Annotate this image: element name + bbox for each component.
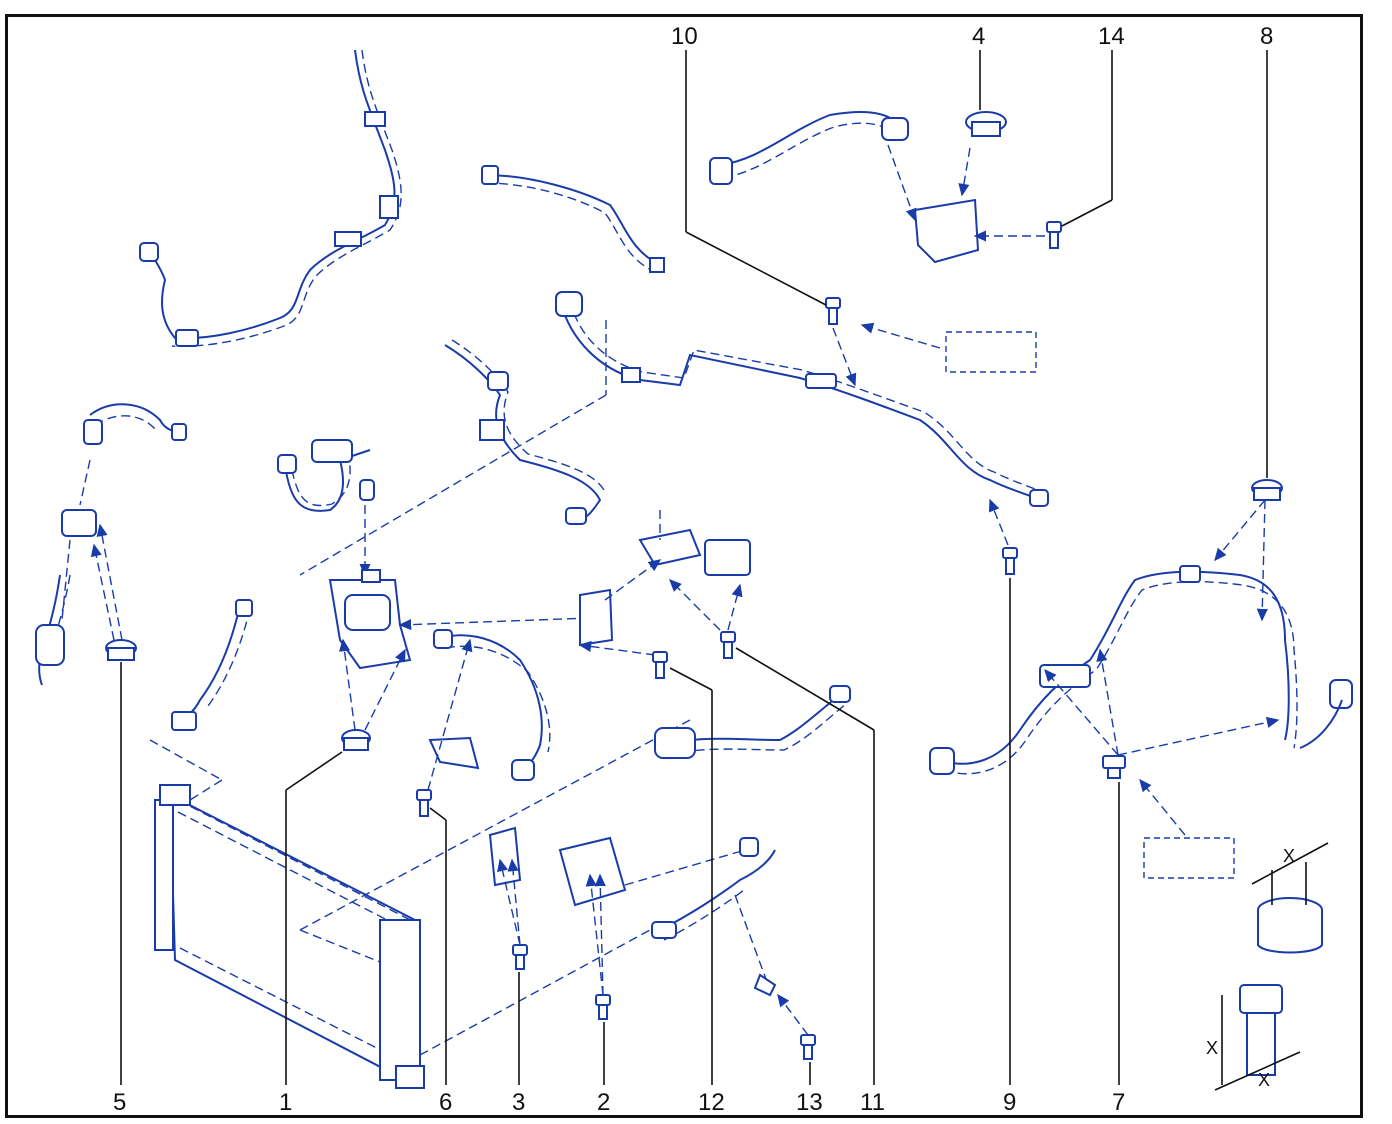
bolt-9 bbox=[988, 498, 1018, 575]
callout-11: 11 bbox=[860, 1089, 885, 1116]
dimension-nut-x-label: X bbox=[1283, 846, 1295, 866]
hose-top-right-bracket bbox=[709, 111, 1045, 264]
dimension-nut-detail: X bbox=[1251, 842, 1329, 954]
hose-center-curve bbox=[427, 629, 551, 791]
coolant-pump-1 bbox=[328, 569, 591, 731]
nut-1 bbox=[341, 729, 371, 751]
hose-center-mid bbox=[444, 339, 607, 525]
callout-7: 7 bbox=[1112, 1089, 1125, 1116]
bracket-3 bbox=[488, 826, 528, 970]
diagram-frame bbox=[5, 14, 1363, 1118]
hose-long-middle bbox=[299, 291, 1049, 576]
bolt-11 bbox=[720, 631, 736, 659]
reference-box-lower bbox=[1143, 837, 1235, 879]
hose-tee-center-left bbox=[277, 439, 375, 577]
reference-box bbox=[945, 331, 1037, 373]
callout-8: 8 bbox=[1260, 23, 1273, 50]
callout-1: 1 bbox=[279, 1089, 292, 1116]
leader-lines bbox=[120, 50, 1268, 1085]
hose-top-left-long bbox=[139, 49, 402, 347]
hose-left-upper bbox=[35, 403, 187, 686]
nut-8 bbox=[1251, 479, 1283, 501]
bolt-10 bbox=[825, 297, 941, 387]
callout-14: 14 bbox=[1098, 23, 1125, 50]
nut-4 bbox=[965, 111, 1007, 137]
hose-left-mid bbox=[149, 599, 253, 801]
dimension-bolt-x-bottom-label: X bbox=[1258, 1070, 1270, 1090]
radiator bbox=[154, 719, 691, 1089]
hose-right-large bbox=[929, 499, 1353, 836]
hose-lower-right-small bbox=[651, 837, 816, 1060]
dimension-bolt-x-side-label: X bbox=[1206, 1038, 1218, 1058]
bolt-14 bbox=[1046, 221, 1062, 249]
callout-9: 9 bbox=[1003, 1089, 1016, 1116]
bracket bbox=[913, 198, 980, 264]
callout-3: 3 bbox=[512, 1089, 525, 1116]
callout-6: 6 bbox=[439, 1089, 452, 1116]
bracket-2 bbox=[558, 836, 746, 1020]
tee-fitting-left bbox=[61, 509, 97, 537]
nut-5 bbox=[105, 639, 137, 661]
callout-10: 10 bbox=[671, 23, 698, 50]
bolt-6 bbox=[416, 789, 432, 817]
callout-13: 13 bbox=[796, 1089, 823, 1116]
callout-4: 4 bbox=[972, 23, 985, 50]
hose-end-fitting bbox=[139, 242, 159, 262]
callout-2: 2 bbox=[597, 1089, 610, 1116]
valve-bracket-upper bbox=[578, 510, 751, 656]
bolt-12 bbox=[652, 651, 668, 679]
hose-center-lower bbox=[654, 685, 851, 759]
dimension-bolt-detail: X X bbox=[1206, 984, 1301, 1091]
hose-top-center bbox=[481, 165, 665, 273]
callout-5: 5 bbox=[113, 1089, 126, 1116]
callout-12: 12 bbox=[698, 1089, 725, 1116]
bolt-7 bbox=[1102, 755, 1126, 779]
